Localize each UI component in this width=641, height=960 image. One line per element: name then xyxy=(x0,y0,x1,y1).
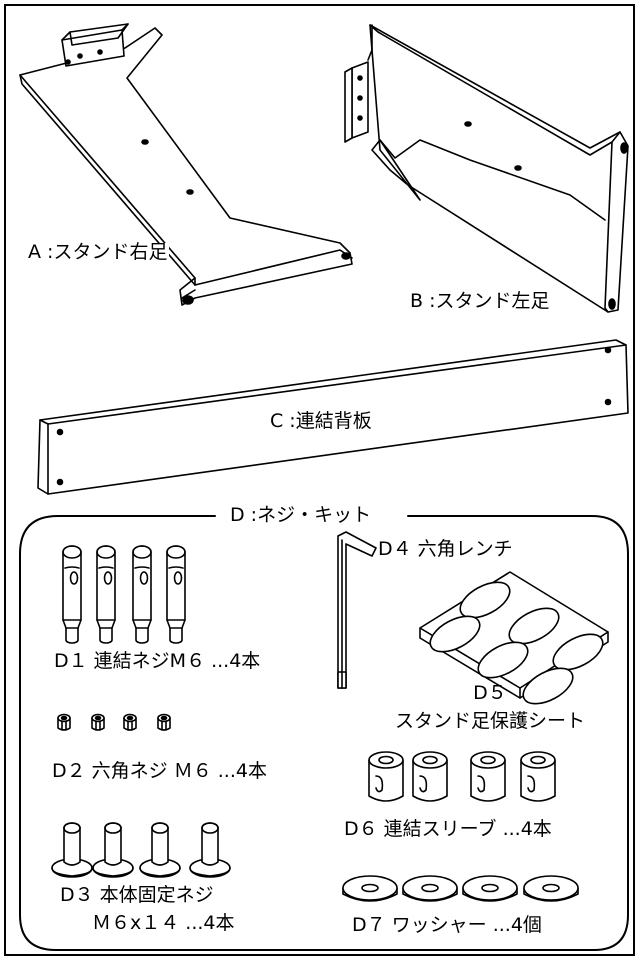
washers-drawing xyxy=(342,875,579,902)
d4-label: D４ 六角レンチ xyxy=(378,538,513,560)
hex-nuts-drawing xyxy=(57,713,171,731)
d6-label: D６ 連結スリーブ ...4本 xyxy=(344,818,552,840)
connecting-screws-drawing xyxy=(62,545,186,644)
d3-label-line2: Ｍ６x１４ ...4本 xyxy=(92,912,235,934)
kit-box-outline xyxy=(19,515,629,951)
d7-label: D７ ワッシャー ...4個 xyxy=(352,914,542,936)
d2-label: D２ 六角ネジ Ｍ６ ...4本 xyxy=(52,760,267,782)
stand-left-leg-drawing xyxy=(344,24,629,313)
diagram-frame xyxy=(4,4,635,956)
connecting-sleeves-drawing xyxy=(368,751,556,802)
body-fixing-screws-drawing xyxy=(51,822,231,878)
d5-label-line1: D５ xyxy=(473,682,507,704)
hex-wrench-drawing xyxy=(337,531,377,689)
part-b-label: B :スタンド左足 xyxy=(408,290,552,312)
part-c-label: C :連結背板 xyxy=(270,410,372,432)
kit-title: D :ネジ・キット xyxy=(222,506,380,525)
stand-right-leg-drawing xyxy=(19,23,353,306)
protection-sheet-drawing xyxy=(419,571,609,705)
d1-label: D１ 連結ネジM６ ...4本 xyxy=(54,650,261,672)
back-board-drawing xyxy=(37,339,629,495)
part-a-label: A :スタンド右足 xyxy=(26,241,170,263)
d5-label-line2: スタンド足保護シート xyxy=(394,710,585,732)
d3-label-line1: D３ 本体固定ネジ xyxy=(60,884,214,906)
